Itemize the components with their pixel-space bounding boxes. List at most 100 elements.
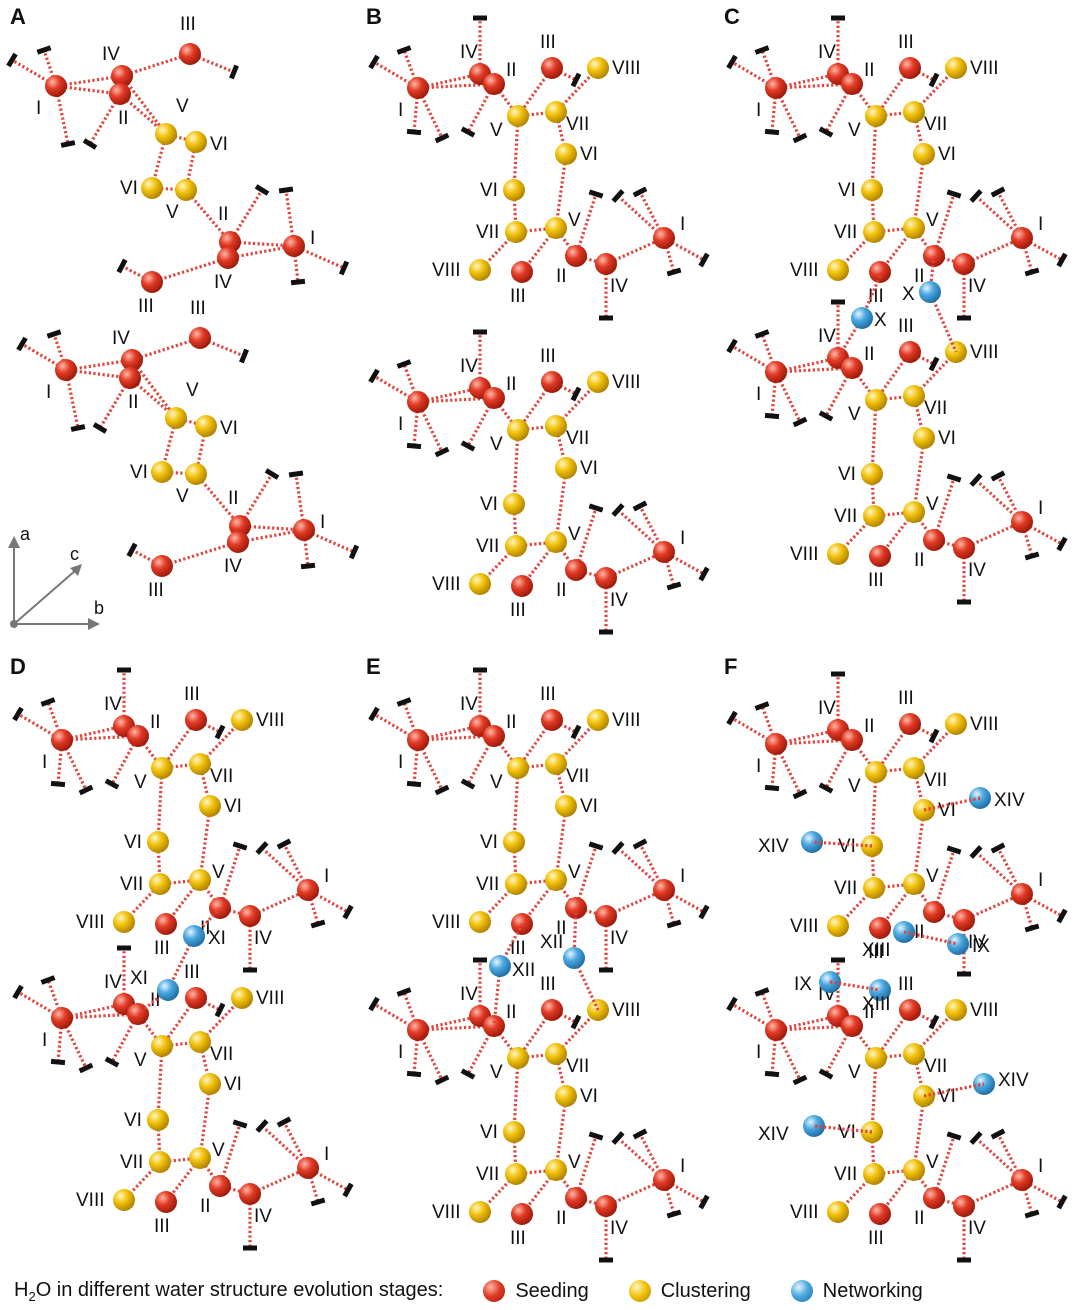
seeding-molecule	[297, 879, 319, 901]
bond-terminal-cap	[666, 581, 682, 591]
molecule-label-v: V	[926, 494, 939, 515]
bond-terminal-cap	[348, 544, 360, 560]
legend: H2O in different water structure evoluti…	[14, 1276, 923, 1306]
clustering-molecule	[865, 1047, 887, 1069]
molecule-label-i: I	[756, 384, 761, 405]
molecule-label-vi: VI	[838, 464, 856, 485]
seeding-molecule	[841, 357, 863, 379]
crystal-axes-indicator: a c b	[8, 524, 104, 630]
molecule-label-iii: III	[180, 14, 196, 35]
clustering-molecule	[545, 869, 567, 891]
seeding-molecule	[51, 1007, 73, 1029]
molecule-label-v: V	[848, 120, 861, 141]
bond-terminal-cap	[460, 1068, 476, 1080]
molecule-label-ii: II	[556, 1208, 567, 1229]
seeding-molecule	[483, 387, 505, 409]
molecule-label-ix: IX	[972, 936, 990, 957]
molecule-label-vii: VII	[566, 766, 589, 787]
seeding-molecule	[483, 73, 505, 95]
hydrogen-bond	[996, 1133, 1024, 1181]
molecule-label-iii: III	[898, 32, 914, 53]
bond-terminal-cap	[460, 440, 476, 452]
axis-a-arrowhead	[8, 536, 20, 548]
hydrogen-bond	[184, 188, 232, 244]
bond-terminal-cap	[611, 1131, 625, 1145]
molecule-label-vii: VII	[566, 1056, 589, 1077]
bond-terminal-cap	[278, 186, 294, 194]
seeding-molecule	[565, 245, 587, 267]
bond-terminal-cap	[1024, 267, 1040, 277]
hydrogen-bond	[412, 739, 420, 785]
hydrogen-bond	[227, 244, 295, 260]
bond-terminal-cap	[632, 838, 648, 850]
molecule-label-xiv: XIV	[758, 1124, 789, 1145]
molecule-label-viii: VIII	[970, 58, 999, 79]
seeding-molecule	[155, 1191, 177, 1213]
molecule-label-ii: II	[128, 392, 139, 413]
molecule-label-v: V	[568, 210, 581, 231]
hydrogen-bond	[189, 52, 235, 74]
molecule-label-ii: II	[150, 990, 161, 1011]
molecule-label-viii: VIII	[970, 342, 999, 363]
molecule-label-ii: II	[556, 918, 567, 939]
bond-terminal-cap	[60, 140, 76, 148]
bond-terminal-cap	[754, 45, 770, 55]
clustering-molecule	[545, 753, 567, 775]
clustering-molecule	[507, 419, 529, 441]
bond-terminal-cap	[434, 1074, 450, 1086]
seeding-molecule	[841, 73, 863, 95]
seeding-molecule	[45, 75, 67, 97]
molecule-label-vi: VI	[838, 836, 856, 857]
seeding-molecule	[565, 559, 587, 581]
clustering-molecule	[863, 505, 885, 527]
bond-terminal-cap	[50, 780, 66, 788]
hydrogen-bond	[11, 58, 57, 88]
molecule-label-viii: VIII	[612, 710, 641, 731]
molecule-label-i: I	[756, 756, 761, 777]
molecule-label-i: I	[398, 1042, 403, 1063]
hydrogen-bond	[156, 767, 164, 843]
clustering-molecule	[863, 1163, 885, 1185]
networking-molecule	[157, 979, 179, 1001]
molecule-label-vi: VI	[480, 832, 498, 853]
bond-terminal-cap	[342, 904, 354, 920]
clustering-molecule	[827, 259, 849, 281]
bond-terminal-cap	[406, 128, 422, 136]
bond-terminal-cap	[969, 189, 983, 203]
bond-terminal-cap	[78, 1062, 94, 1074]
clustering-molecule	[175, 179, 197, 201]
bond-terminal-cap	[239, 348, 249, 364]
seeding-molecule	[239, 905, 261, 927]
molecule-label-iv: IV	[818, 698, 836, 719]
bond-terminal-cap	[611, 189, 625, 203]
hydrogen-bond	[199, 336, 245, 358]
molecule-label-xii: XII	[512, 960, 535, 981]
molecule-label-vi: VI	[938, 800, 956, 821]
bond-terminal-cap	[698, 904, 710, 920]
bond-terminal-cap	[368, 368, 380, 384]
hydrogen-bond	[198, 1083, 212, 1159]
bond-terminal-cap	[946, 189, 962, 199]
seeding-molecule	[923, 1187, 945, 1209]
seeding-molecule	[483, 725, 505, 747]
molecule-label-i: I	[756, 100, 761, 121]
molecule-label-v: V	[926, 866, 939, 887]
panel-label-a: A	[10, 4, 26, 29]
molecule-label-ii: II	[200, 1196, 211, 1217]
molecule-label-vi: VI	[124, 1110, 142, 1131]
clustering-molecule	[189, 753, 211, 775]
molecule-label-iii: III	[510, 600, 526, 621]
networking-molecule	[183, 925, 205, 947]
molecule-label-iii: III	[154, 938, 170, 959]
hydrogen-bond	[912, 437, 926, 513]
molecule-label-ii: II	[200, 918, 211, 939]
clustering-molecule	[503, 179, 525, 201]
hydrogen-bond	[811, 840, 873, 848]
bond-terminal-cap	[396, 45, 412, 55]
molecule-label-vii: VII	[120, 874, 143, 895]
bond-terminal-cap	[754, 329, 770, 339]
molecule-label-vi: VI	[580, 1086, 598, 1107]
bond-terminal-cap	[104, 778, 120, 790]
seeding-molecule	[653, 227, 675, 249]
clustering-molecule	[913, 427, 935, 449]
